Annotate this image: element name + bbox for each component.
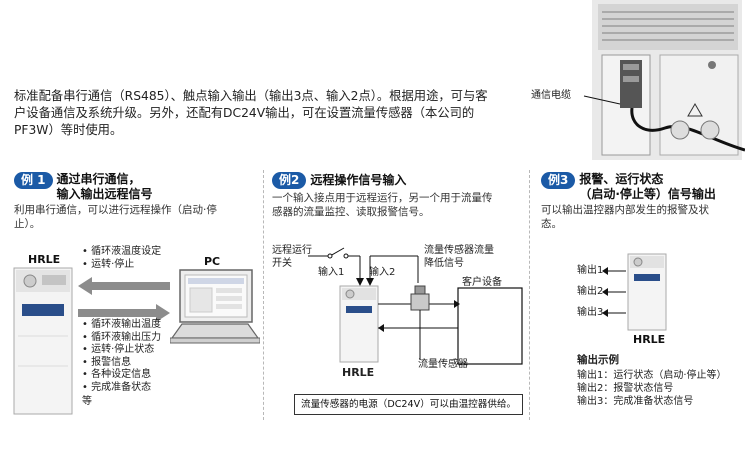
list-item: 各种设定信息 — [82, 369, 161, 382]
divider — [529, 170, 530, 420]
switch-label: 远程运行 开关 — [272, 245, 312, 269]
output2-label: 输出2 — [577, 286, 604, 297]
cable-line — [630, 107, 745, 152]
hrle-unit-2 — [339, 285, 379, 363]
output-arrow — [602, 267, 626, 275]
ex1-tail: 等 — [82, 396, 92, 407]
power-note: 流量传感器的电源（DC24V）可以由温控器供给。 — [294, 394, 524, 415]
sensor-signal-label: 流量传感器流量 降低信号 — [424, 245, 494, 269]
ex1-arrow-output — [78, 304, 170, 322]
vent-grille — [598, 4, 738, 50]
list-item: 输出3：完成准备状态信号 — [577, 396, 694, 407]
list-item: 输出2：报警状态信号 — [577, 383, 674, 394]
list-item: 循环液输出压力 — [82, 332, 161, 345]
example-3-title: （启动·停止等）信号输出 — [579, 187, 716, 201]
output1-label: 输出1 — [577, 265, 604, 276]
pc-computer-icon — [170, 269, 260, 344]
list-item: 报警信息 — [82, 357, 161, 370]
example-3-desc: 可以输出温控器内部发生的报警及状 态。 — [541, 204, 709, 230]
intro-paragraph: 标准配备串行通信（RS485）、触点输入输出（输出3点、输入2点）。根据用途，可… — [14, 88, 514, 139]
ex1-output-items: 循环液输出温度 循环液输出压力 运转·停止状态 报警信息 各种设定信息 完成准备… — [82, 319, 161, 394]
ex2-unit-label: HRLE — [342, 366, 375, 379]
example-1-desc: 利用串行通信，可以进行远程操作（启动·停 止）。 — [14, 204, 217, 230]
cable-label: 通信电缆 — [531, 90, 571, 101]
divider — [263, 170, 264, 420]
switch-icon — [329, 247, 345, 257]
example-2-title: 远程操作信号输入 — [310, 173, 407, 187]
product-rear-photo — [583, 0, 745, 160]
list-item: 循环液温度设定 — [82, 246, 161, 259]
example-3-title: 报警、运行状态 — [579, 172, 664, 186]
example-1-title: 通过串行通信， — [56, 172, 141, 186]
ex3-output-diagram — [602, 253, 667, 331]
input1-label: 输入1 — [318, 267, 345, 278]
customer-equipment-box — [457, 287, 523, 365]
example-2-desc: 一个输入接点用于远程运行，另一个用于流量传 感器的流量监控、读取报警信号。 — [272, 192, 493, 218]
output-example-title: 输出示例 — [577, 354, 619, 366]
example-1-header: 例 1 通过串行通信， 输入输出远程信号 利用串行通信，可以进行远程操作（启动·… — [14, 172, 254, 231]
customer-equipment-label: 客户设备 — [462, 277, 502, 288]
example-1-badge: 例 1 — [14, 172, 53, 189]
ex1-input-items: 循环液温度设定 运转·停止 — [82, 246, 161, 271]
pc-label: PC — [204, 255, 221, 268]
example-3-badge: 例3 — [541, 172, 576, 189]
output-arrow — [602, 309, 626, 317]
example-3-header: 例3 报警、运行状态 （启动·停止等）信号输出 可以输出温控器内部发生的报警及状… — [541, 172, 741, 231]
ex1-unit-label: HRLE — [28, 253, 61, 266]
intro-line: 户设备通信及系统升级。另外，还配有DC24V输出，可在设置流量传感器（本公司的 — [14, 106, 475, 120]
output3-label: 输出3 — [577, 307, 604, 318]
output-arrow — [602, 288, 626, 296]
hrle-unit-3 — [627, 253, 667, 331]
example-1-title: 输入输出远程信号 — [56, 187, 153, 201]
ex3-unit-label: HRLE — [633, 333, 666, 346]
list-item: 循环液输出温度 — [82, 319, 161, 332]
list-item: 输出1：运行状态（启动·停止等） — [577, 370, 727, 381]
list-item: 运转·停止状态 — [82, 344, 161, 357]
output-examples: 输出示例 输出1：运行状态（启动·停止等） 输出2：报警状态信号 输出3：完成准… — [577, 354, 727, 408]
ex1-arrow-input — [78, 277, 170, 295]
flow-sensor-icon — [410, 285, 430, 311]
intro-line: 标准配备串行通信（RS485）、触点输入输出（输出3点、输入2点）。根据用途，可… — [14, 89, 488, 103]
list-item: 运转·停止 — [82, 259, 161, 272]
input2-label: 输入2 — [369, 267, 396, 278]
list-item: 完成准备状态 — [82, 382, 161, 395]
example-2-badge: 例2 — [272, 172, 307, 189]
hrle-unit-1 — [13, 267, 73, 415]
intro-line: PF3W）等时使用。 — [14, 123, 123, 137]
example-2-header: 例2 远程操作信号输入 一个输入接点用于远程运行，另一个用于流量传 感器的流量监… — [272, 172, 524, 219]
ex2-wiring-diagram — [308, 247, 523, 365]
flow-sensor-label: 流量传感器 — [418, 359, 468, 370]
